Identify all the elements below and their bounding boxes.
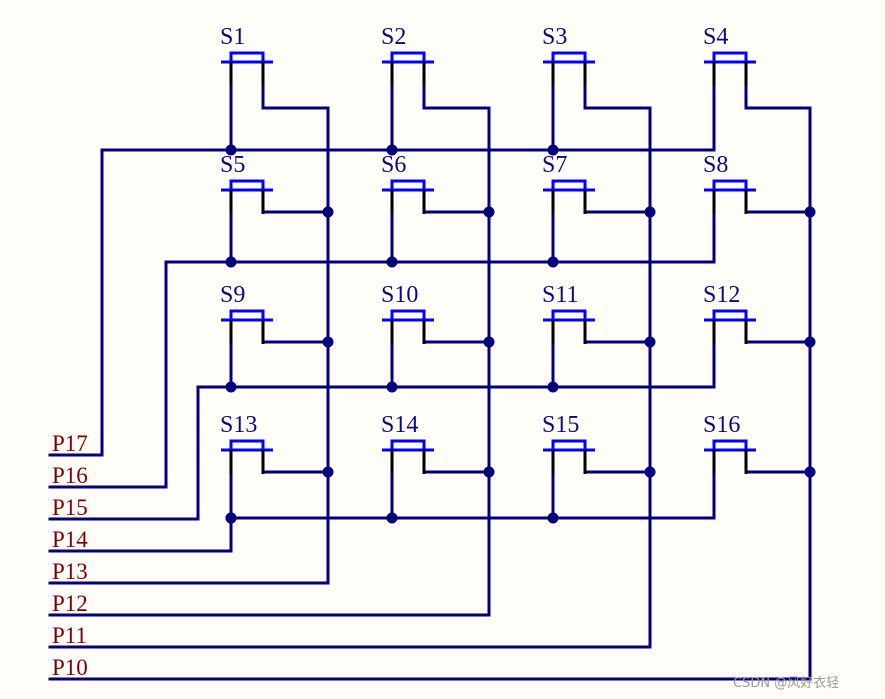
switch-label: S6 <box>381 152 406 178</box>
junction-dot <box>483 206 495 218</box>
pushbutton-switch: S6 <box>381 152 434 214</box>
port-label: P15 <box>52 495 88 520</box>
junction-dot <box>644 206 656 218</box>
junction-dot <box>483 466 495 478</box>
switch-label: S10 <box>381 282 418 308</box>
pushbutton-switch: S3 <box>542 24 595 86</box>
junction-dot <box>644 466 656 478</box>
junction-dot <box>547 144 559 156</box>
switch-label: S15 <box>542 412 579 438</box>
switch-label: S11 <box>542 282 578 308</box>
switch-right-wire <box>744 326 812 344</box>
pushbutton-switch: S14 <box>381 412 434 474</box>
switch-label: S16 <box>703 412 740 438</box>
pushbutton-switch: S15 <box>542 412 595 474</box>
pushbutton-switch: S8 <box>703 152 756 214</box>
junction-dot <box>386 512 398 524</box>
switch-right-wire <box>261 196 330 214</box>
pushbutton-switch: S13 <box>220 412 273 474</box>
junction-dot <box>804 336 816 348</box>
port-label: P14 <box>52 527 88 552</box>
junction-dot <box>225 512 237 524</box>
junction-dot <box>322 336 334 348</box>
pushbutton-switch: S4 <box>703 24 756 86</box>
junction-dot <box>322 206 334 218</box>
switch-right-wire <box>261 326 330 344</box>
junction-dot <box>386 256 398 268</box>
switch-label: S4 <box>703 24 728 50</box>
junction-dot <box>225 256 237 268</box>
switch-right-wire <box>583 326 652 344</box>
pushbutton-switch: S5 <box>220 152 273 214</box>
column-bus <box>744 68 812 681</box>
switch-right-wire <box>422 456 491 474</box>
column-bus <box>261 68 330 585</box>
switch-right-wire <box>583 196 652 214</box>
pushbutton-switch: S2 <box>381 24 434 86</box>
switch-label: S1 <box>220 24 245 50</box>
port-label: P17 <box>52 431 88 456</box>
junction-dot <box>804 206 816 218</box>
switch-label: S12 <box>703 282 740 308</box>
junction-dot <box>225 381 237 393</box>
switch-label: S3 <box>542 24 567 50</box>
port-label: P16 <box>52 463 88 488</box>
switch-label: S13 <box>220 412 257 438</box>
junction-dot <box>483 336 495 348</box>
switch-label: S7 <box>542 152 567 178</box>
switch-right-wire <box>422 326 491 344</box>
pushbutton-switch: S16 <box>703 412 756 474</box>
junction-dot <box>386 381 398 393</box>
switch-label: S5 <box>220 152 245 178</box>
column-bus <box>422 68 491 617</box>
junction-dot <box>322 466 334 478</box>
switch-label: S2 <box>381 24 406 50</box>
switch-right-wire <box>744 196 812 214</box>
junction-dot <box>804 466 816 478</box>
port-label: P10 <box>52 655 88 680</box>
pushbutton-switch: S1 <box>220 24 273 86</box>
junction-dot <box>547 381 559 393</box>
junction-dot <box>386 144 398 156</box>
wire-layer <box>48 68 816 681</box>
junction-dot <box>644 336 656 348</box>
pushbutton-switch: S9 <box>220 282 273 344</box>
pushbutton-switch: S12 <box>703 282 756 344</box>
pushbutton-switch: S7 <box>542 152 595 214</box>
port-label: P11 <box>52 623 87 648</box>
switch-right-wire <box>422 196 491 214</box>
port-label: P13 <box>52 559 88 584</box>
port-label: P12 <box>52 591 88 616</box>
watermark: CSDN @风好衣轻 <box>733 675 839 691</box>
switch-label: S8 <box>703 152 728 178</box>
switch-right-wire <box>261 456 330 474</box>
pushbutton-switch: S10 <box>381 282 434 344</box>
switch-label: S9 <box>220 282 245 308</box>
junction-dot <box>225 144 237 156</box>
column-bus <box>583 68 652 649</box>
switch-label: S14 <box>381 412 418 438</box>
switch-right-wire <box>744 456 812 474</box>
switch-right-wire <box>583 456 652 474</box>
junction-dot <box>547 512 559 524</box>
pushbutton-switch: S11 <box>542 282 595 344</box>
junction-dot <box>547 256 559 268</box>
